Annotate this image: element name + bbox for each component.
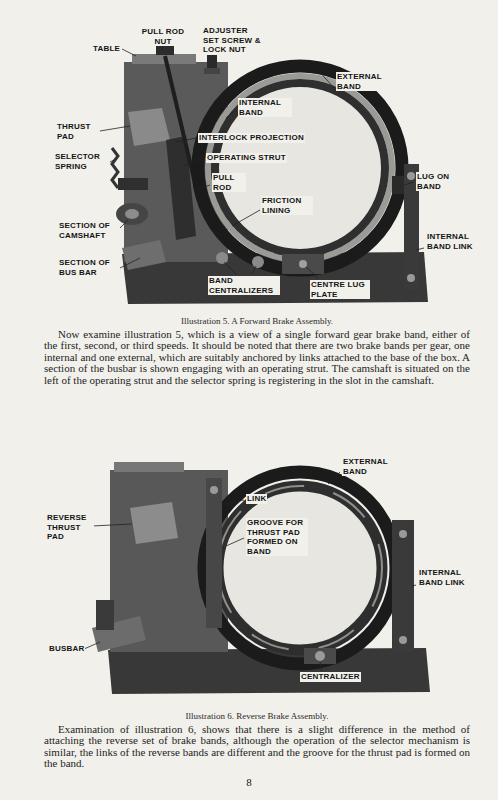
forward-brake-photo-part <box>128 108 170 146</box>
reverse-brake-photo-part <box>130 502 178 544</box>
leader-line <box>176 138 196 142</box>
part-label: LUG ON BAND <box>416 172 462 191</box>
forward-brake-photo-part <box>208 76 392 260</box>
forward-brake-photo-part <box>407 172 415 180</box>
forward-brake-photo <box>112 40 428 304</box>
forward-brake-photo-part <box>216 252 228 264</box>
reverse-brake-photo-part <box>218 486 382 650</box>
reverse-brake-photo-part <box>399 636 407 644</box>
leader-line <box>404 182 414 185</box>
forward-brake-photo-part <box>166 136 196 240</box>
part-label: CENTRALIZER <box>300 672 361 682</box>
reverse-brake-photo-part <box>204 472 396 664</box>
part-label: SECTION OF BUS BAR <box>58 258 120 277</box>
reverse-brake-photo-part <box>114 462 184 472</box>
leader-line <box>84 472 416 671</box>
part-label: PULL ROD NUT <box>138 27 188 46</box>
forward-brake-photo-part <box>118 178 148 190</box>
leader-line <box>84 642 100 649</box>
leader-line <box>120 258 140 268</box>
leader-line <box>328 472 340 484</box>
part-label: INTERNAL BAND LINK <box>418 568 468 587</box>
leader-line <box>320 662 322 671</box>
part-label: SELECTOR SPRING <box>54 152 110 171</box>
leader-line <box>232 210 260 226</box>
forward-brake-photo-part <box>112 148 118 188</box>
leader-line <box>306 267 318 278</box>
reverse-brake-photo-part <box>399 530 407 538</box>
leader-line <box>184 158 204 166</box>
leader-line <box>416 248 424 250</box>
part-label: ADJUSTER SET SCREW & LOCK NUT <box>202 26 264 55</box>
forward-brake-photo-part <box>299 260 307 268</box>
reverse-brake-photo-part <box>210 486 218 494</box>
body-text: Now examine illustration 5, which is a v… <box>44 329 470 386</box>
reverse-brake-photo-part <box>206 478 222 628</box>
part-label: REVERSE THRUST PAD <box>46 513 94 542</box>
part-label: OPERATING STRUT <box>206 153 287 163</box>
figure-caption: Illustration 5. A Forward Brake Assembly… <box>44 316 470 326</box>
part-label: CENTRE LUG PLATE <box>310 280 370 299</box>
part-label: GROOVE FOR THRUST PAD FORMED ON BAND <box>246 518 308 556</box>
leader-line <box>252 266 256 274</box>
forward-brake-photo-part <box>407 274 415 282</box>
page-number: 8 <box>229 776 269 788</box>
forward-brake-photo-part <box>122 240 166 270</box>
leader-line <box>224 262 236 274</box>
part-label: THRUST PAD <box>56 122 100 141</box>
part-label: BAND CENTRALIZERS <box>208 276 280 295</box>
reverse-brake-photo <box>92 462 430 694</box>
leader-line <box>92 524 132 526</box>
part-label: TABLE <box>92 44 121 54</box>
leader-line <box>122 49 136 56</box>
part-label: PULL ROD <box>212 173 246 192</box>
forward-brake-photo-part <box>252 256 264 268</box>
reverse-brake-photo-part <box>304 648 336 664</box>
part-label: BUSBAR <box>48 644 85 654</box>
leader-line <box>196 185 210 190</box>
part-label: LINK <box>246 494 267 504</box>
forward-brake-photo-part <box>216 84 384 252</box>
leader-line <box>318 70 334 88</box>
reverse-brake-photo-part <box>218 486 382 650</box>
forward-brake-photo-part <box>282 254 324 274</box>
part-label: INTERLOCK PROJECTION <box>198 133 305 143</box>
reverse-brake-photo-part <box>315 651 325 661</box>
leader-line <box>226 110 236 118</box>
part-label: FRICTION LINING <box>261 196 313 215</box>
forward-brake-photo-part <box>204 68 220 74</box>
part-label: SECTION OF CAMSHAFT <box>58 221 120 240</box>
leader-line <box>100 40 424 278</box>
forward-brake-photo-part <box>198 66 402 270</box>
leader-line <box>100 126 130 131</box>
reverse-brake-photo-part <box>96 600 114 630</box>
leader-line <box>412 585 416 586</box>
forward-brake-photo-part <box>215 83 385 253</box>
part-label: INTERNAL BAND <box>238 98 292 117</box>
reverse-brake-photo-part <box>392 520 414 652</box>
forward-brake-photo-part <box>125 209 139 219</box>
leader-line <box>224 500 244 504</box>
leader-line <box>226 538 244 546</box>
part-label: EXTERNAL BAND <box>336 72 390 91</box>
forward-brake-photo-part <box>116 203 148 225</box>
part-label: EXTERNAL BAND <box>342 457 396 476</box>
part-label: INTERNAL BAND LINK <box>426 232 476 251</box>
figure-caption: Illustration 6. Reverse Brake Assembly. <box>44 711 470 721</box>
body-text: Examination of illustration 6, shows tha… <box>44 724 470 770</box>
